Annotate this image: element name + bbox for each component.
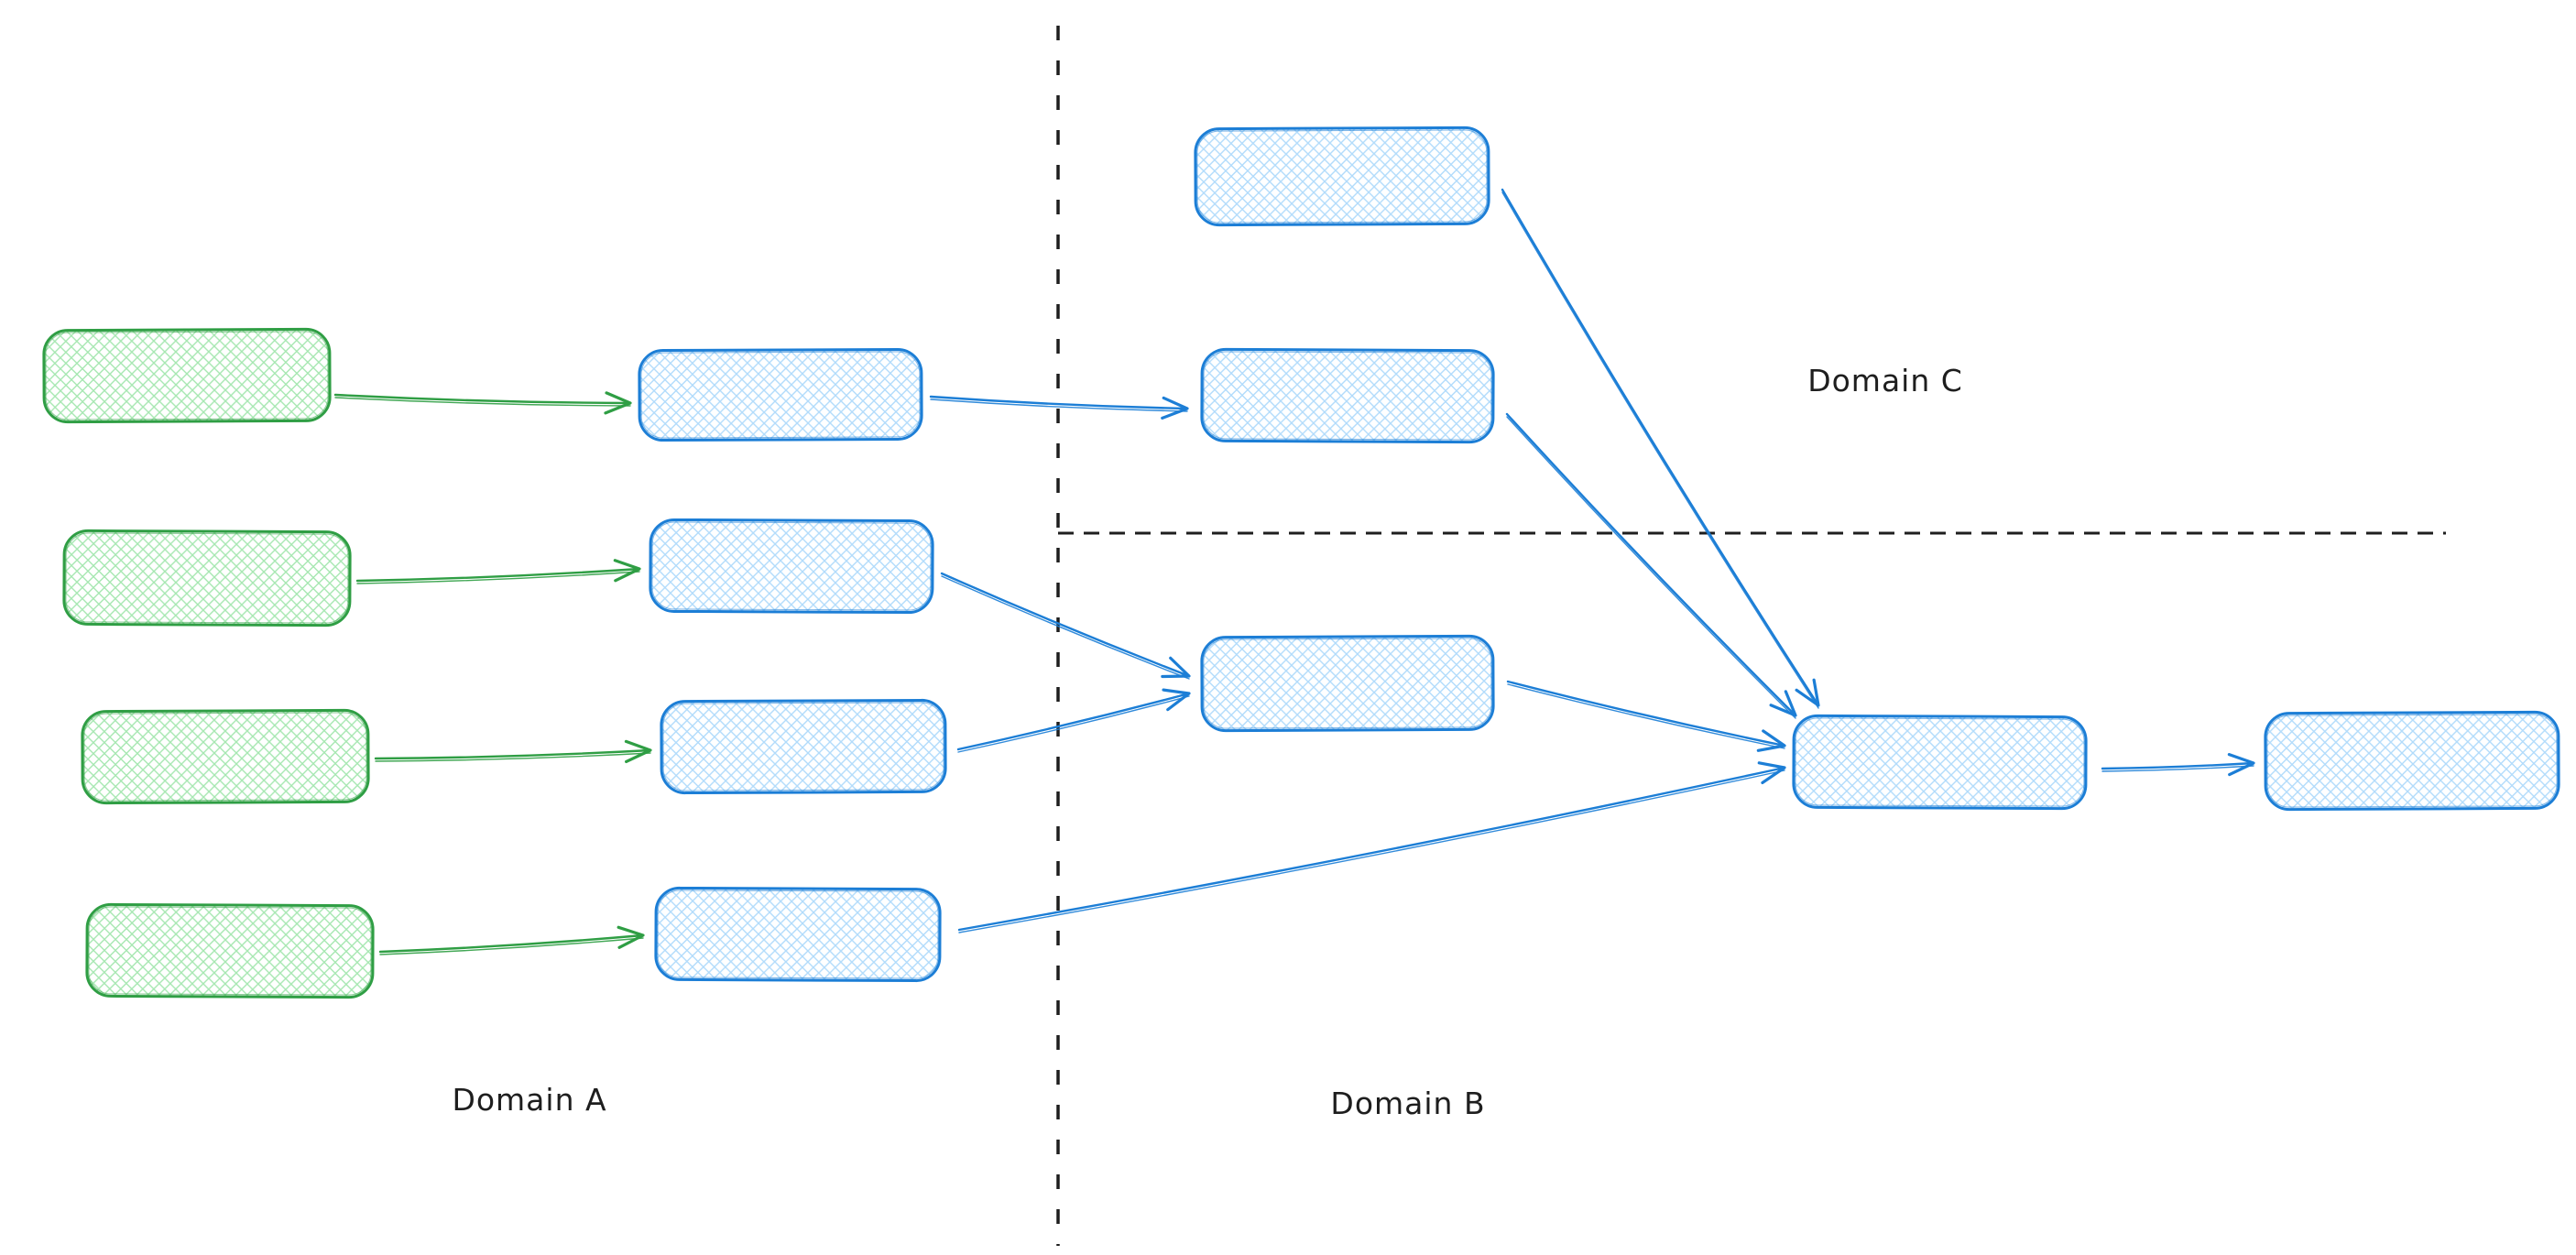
node-b-output [2264,710,2560,812]
node-a-proc-2 [649,518,934,615]
node-a-src-1 [42,327,332,424]
edge-b4-to-merge [957,761,1786,933]
label-domain-b: Domain B [1330,1086,1485,1121]
node-a-proc-3 [660,698,947,795]
node-c-mid [1200,347,1495,444]
node-layer [42,126,2560,999]
node-a-proc-1 [638,347,923,442]
node-a-src-3 [81,708,370,805]
edge-ctop-to-merge [1501,188,1820,709]
edge-a3-to-b3 [374,739,652,764]
node-a-src-2 [62,529,352,628]
node-b-upper [1200,634,1495,733]
edge-a4-to-b4 [378,925,645,955]
edge-b3-to-bupper [956,688,1191,753]
edge-merge-to-output [2101,752,2255,777]
edge-a1-to-b1 [333,391,632,415]
edge-b2-to-bupper [940,572,1191,680]
node-b-merge [1792,714,2088,811]
label-domain-c: Domain C [1807,363,1963,398]
label-layer: Domain A Domain B Domain C [452,363,1963,1121]
divider-layer [1056,26,2446,1246]
edge-bupper-to-merge [1506,680,1786,752]
edge-b1-to-cmid [929,395,1189,420]
edge-cmid-to-merge [1505,412,1797,719]
node-a-src-4 [85,902,375,999]
label-domain-a: Domain A [452,1082,606,1118]
node-a-proc-4 [654,886,942,983]
edge-a2-to-b2 [355,559,641,584]
edge-layer [333,188,2255,955]
node-c-top [1194,126,1490,227]
